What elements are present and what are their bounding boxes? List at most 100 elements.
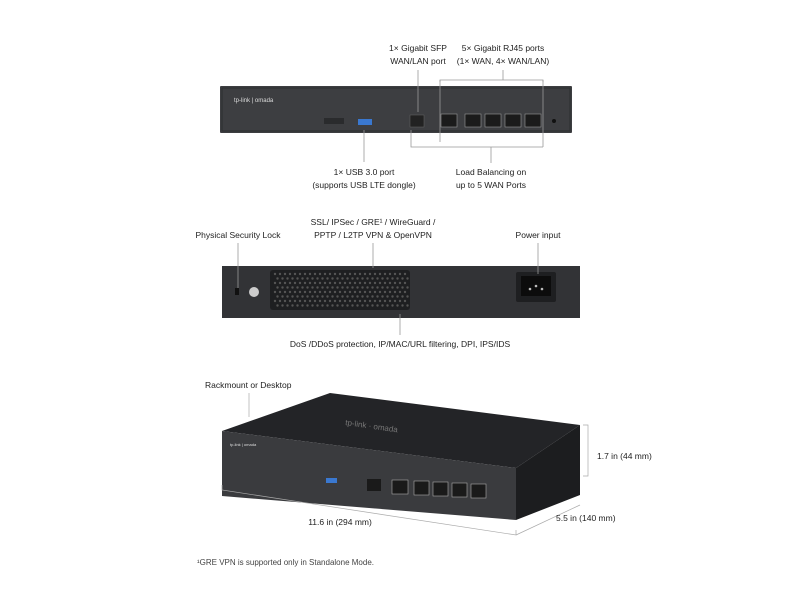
vent-hole [321,286,324,289]
vent-hole [276,295,279,298]
reset-button [552,119,556,123]
vent-hole [346,286,349,289]
rj45-callout-line2: (1× WAN, 4× WAN/LAN) [456,56,550,66]
vent-hole [353,290,357,294]
vent-hole [333,299,337,303]
vent-hole [326,295,329,298]
vent-hole [338,290,342,294]
vent-hole [343,272,347,276]
vent-hole [366,304,369,307]
vent-hole [361,277,364,280]
vent-hole [376,295,379,298]
vent-hole [336,277,339,280]
vent-hole [311,286,314,289]
vent-hole [318,290,322,294]
load-balancing-callout: Load Balancing on up to 5 WAN Ports [441,166,541,192]
vent-hole [336,304,339,307]
vent-hole [323,299,327,303]
usb-callout-line2: (supports USB LTE dongle) [312,180,416,190]
vent-hole [351,286,354,289]
vent-hole [383,281,387,285]
vent-hole [278,272,282,276]
vent-hole [318,299,322,303]
vent-hole [366,286,369,289]
vent-hole [348,272,352,276]
vent-hole [308,299,312,303]
vent-hole [388,299,392,303]
power-input-callout: Power input [515,230,561,240]
vent-hole [396,304,399,307]
load-balancing-line1: Load Balancing on [455,167,527,177]
vent-hole [313,290,317,294]
vent-hole [388,290,392,294]
vent-hole [333,272,337,276]
vent-hole [386,277,389,280]
vent-hole [373,272,377,276]
vent-hole [363,299,367,303]
vent-hole [346,295,349,298]
vent-hole [341,304,344,307]
vent-hole [356,295,359,298]
vent-hole [378,299,382,303]
vent-hole [381,286,384,289]
vent-hole [306,286,309,289]
vent-hole [301,286,304,289]
vent-hole [351,304,354,307]
vent-hole [371,286,374,289]
vent-hole [361,286,364,289]
vent-hole [396,295,399,298]
vent-hole [298,272,302,276]
vent-hole [311,304,314,307]
vent-hole [281,304,284,307]
vent-hole [358,290,362,294]
vent-hole [393,290,397,294]
vent-hole [353,272,357,276]
vent-hole [328,299,332,303]
vent-hole [278,290,282,294]
vent-hole [326,286,329,289]
vent-hole [306,277,309,280]
vent-hole [371,277,374,280]
vent-hole [381,295,384,298]
vent-hole [376,286,379,289]
vent-hole [286,304,289,307]
vent-hole [276,286,279,289]
vent-hole [351,295,354,298]
vent-hole [283,272,287,276]
vent-hole [338,272,342,276]
depth-dimension: 5.5 in (140 mm) [556,513,616,523]
usb-callout-line1: 1× USB 3.0 port [333,167,395,177]
vent-hole [273,272,277,276]
vent-hole [301,295,304,298]
mount-callout: Rackmount or Desktop [205,380,292,390]
vent-hole [403,299,407,303]
vent-hole [328,290,332,294]
vent-hole [358,299,362,303]
vent-hole [368,290,372,294]
vent-hole [381,277,384,280]
vent-hole [276,277,279,280]
vent-hole [288,281,292,285]
load-balancing-line2: up to 5 WAN Ports [455,180,527,190]
vent-hole [308,281,312,285]
ground-screw [249,287,259,297]
vent-hole [363,290,367,294]
vent-hole [393,272,397,276]
vent-hole [321,304,324,307]
sfp-callout-line2: WAN/LAN port [390,56,446,66]
vent-hole [286,277,289,280]
vent-hole [308,290,312,294]
vent-hole [291,277,294,280]
vent-hole [356,304,359,307]
rj45-callout-line1: 5× Gigabit RJ45 ports [461,43,545,53]
vent-hole [293,272,297,276]
vent-hole [316,286,319,289]
rj45-ports [440,113,542,128]
vent-hole [341,295,344,298]
vent-hole [336,286,339,289]
vent-hole [331,295,334,298]
svg-text:tp-link | omada: tp-link | omada [230,442,257,447]
vent-hole [403,281,407,285]
vent-hole [303,299,307,303]
vent-hole [401,286,404,289]
